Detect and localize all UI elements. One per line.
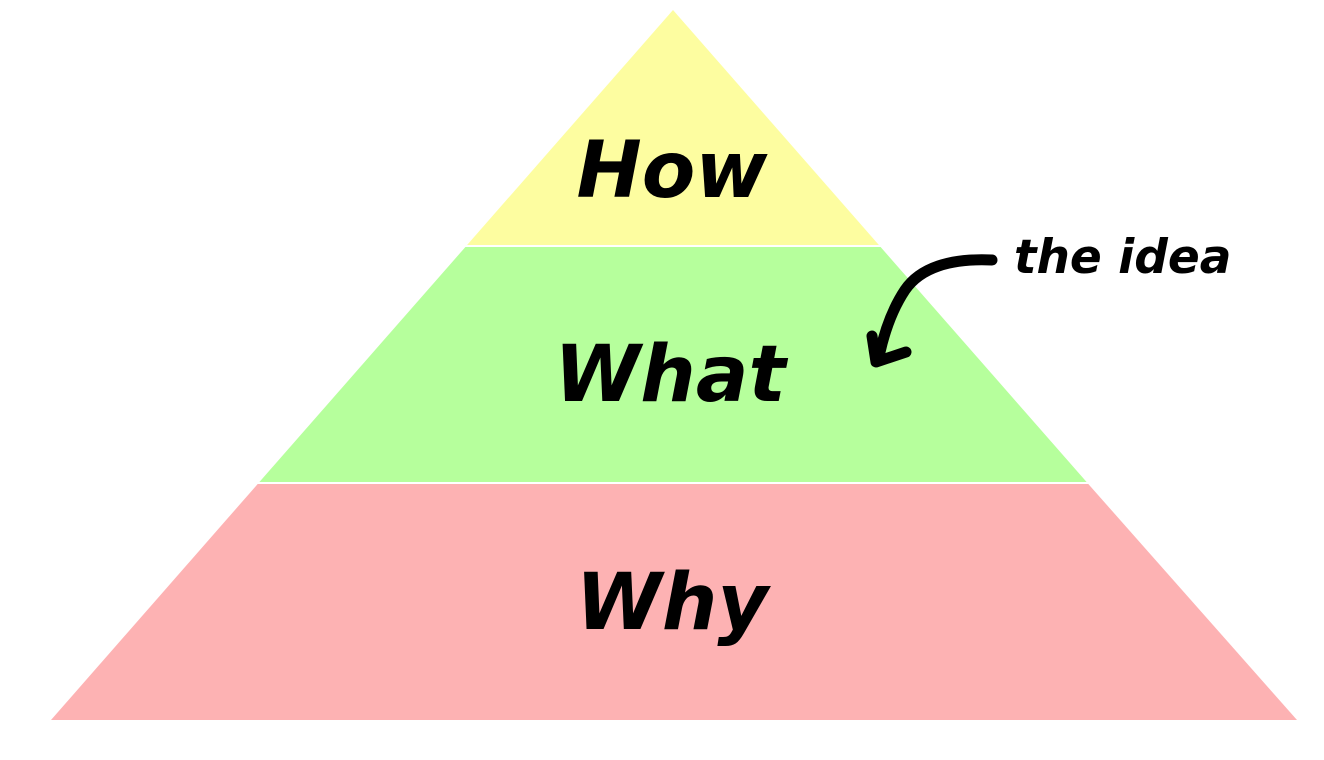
pyramid-layer-bottom xyxy=(51,484,1297,720)
pyramid-layer-top xyxy=(467,10,879,245)
layer-label-what: What xyxy=(554,330,786,420)
layer-label-how: How xyxy=(576,126,768,216)
curved-arrow-icon xyxy=(866,254,998,368)
layer-label-why: Why xyxy=(575,558,769,648)
annotation-the-idea: the idea xyxy=(1014,230,1232,285)
pyramid-layer-middle xyxy=(259,247,1087,482)
